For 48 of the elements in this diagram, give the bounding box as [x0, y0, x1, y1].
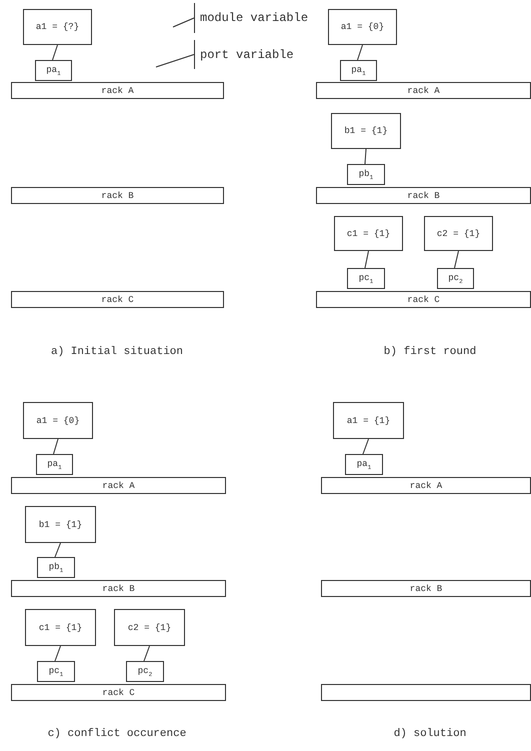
rack-bar: rack B [11, 580, 226, 597]
port-variable-box: pc$_{1}$ [37, 661, 75, 682]
panel-caption: d) solution [394, 728, 466, 740]
connector-line [454, 250, 459, 268]
port-variable-box: pc$_{2}$ [126, 661, 164, 682]
empty-rack-bar [321, 684, 531, 701]
module-variable-box: b1 = {1} [25, 506, 96, 543]
port-variable-box: pa$_{1}$ [340, 60, 377, 81]
port-variable-box: pc$_{1}$ [347, 268, 385, 289]
module-variable-box: c1 = {1} [334, 216, 403, 251]
connector-line [357, 44, 363, 60]
rack-bar: rack B [321, 580, 531, 597]
rack-bar: rack C [11, 684, 226, 701]
rack-bar: rack B [11, 187, 224, 204]
rack-bar: rack A [316, 82, 531, 99]
port-variable-box: pa$_{1}$ [345, 454, 383, 475]
port-variable-box: pc$_{2}$ [437, 268, 474, 289]
panel-caption: c) conflict occurence [48, 728, 186, 740]
connector-line [52, 44, 58, 60]
module-variable-box: c2 = {1} [114, 609, 185, 646]
leader-line [156, 54, 194, 68]
connector-line [54, 646, 61, 662]
rack-bar: rack B [316, 187, 531, 204]
module-variable-box: b1 = {1} [331, 113, 401, 149]
connector-line [364, 148, 366, 164]
rack-bar: rack C [316, 291, 531, 308]
module-variable-box: a1 = {1} [333, 402, 404, 439]
connector-line [53, 438, 58, 454]
module-variable-box: a1 = {0} [23, 402, 93, 439]
leader-line [172, 18, 194, 28]
panel-caption: b) first round [384, 346, 476, 358]
port-variable-box: pa$_{1}$ [35, 60, 72, 81]
panel-caption: a) Initial situation [50, 346, 184, 358]
rack-bar: rack C [11, 291, 224, 308]
module-variable-box: a1 = {?} [23, 9, 92, 45]
connector-line [54, 542, 61, 558]
port-variable-box: pa$_{1}$ [36, 454, 73, 475]
port-variable-box: pb$_{1}$ [347, 164, 385, 185]
connector-line [364, 250, 369, 268]
module-variable-box: c1 = {1} [25, 609, 96, 646]
port-variable-box: pb$_{1}$ [37, 557, 75, 578]
module-variable-box: c2 = {1} [424, 216, 493, 251]
connector-line [362, 438, 369, 454]
connector-line [144, 646, 150, 662]
rack-bar: rack A [11, 82, 224, 99]
rack-bar: rack A [321, 477, 531, 494]
rack-bar: rack A [11, 477, 226, 494]
module-variable-box: a1 = {0} [328, 9, 397, 45]
